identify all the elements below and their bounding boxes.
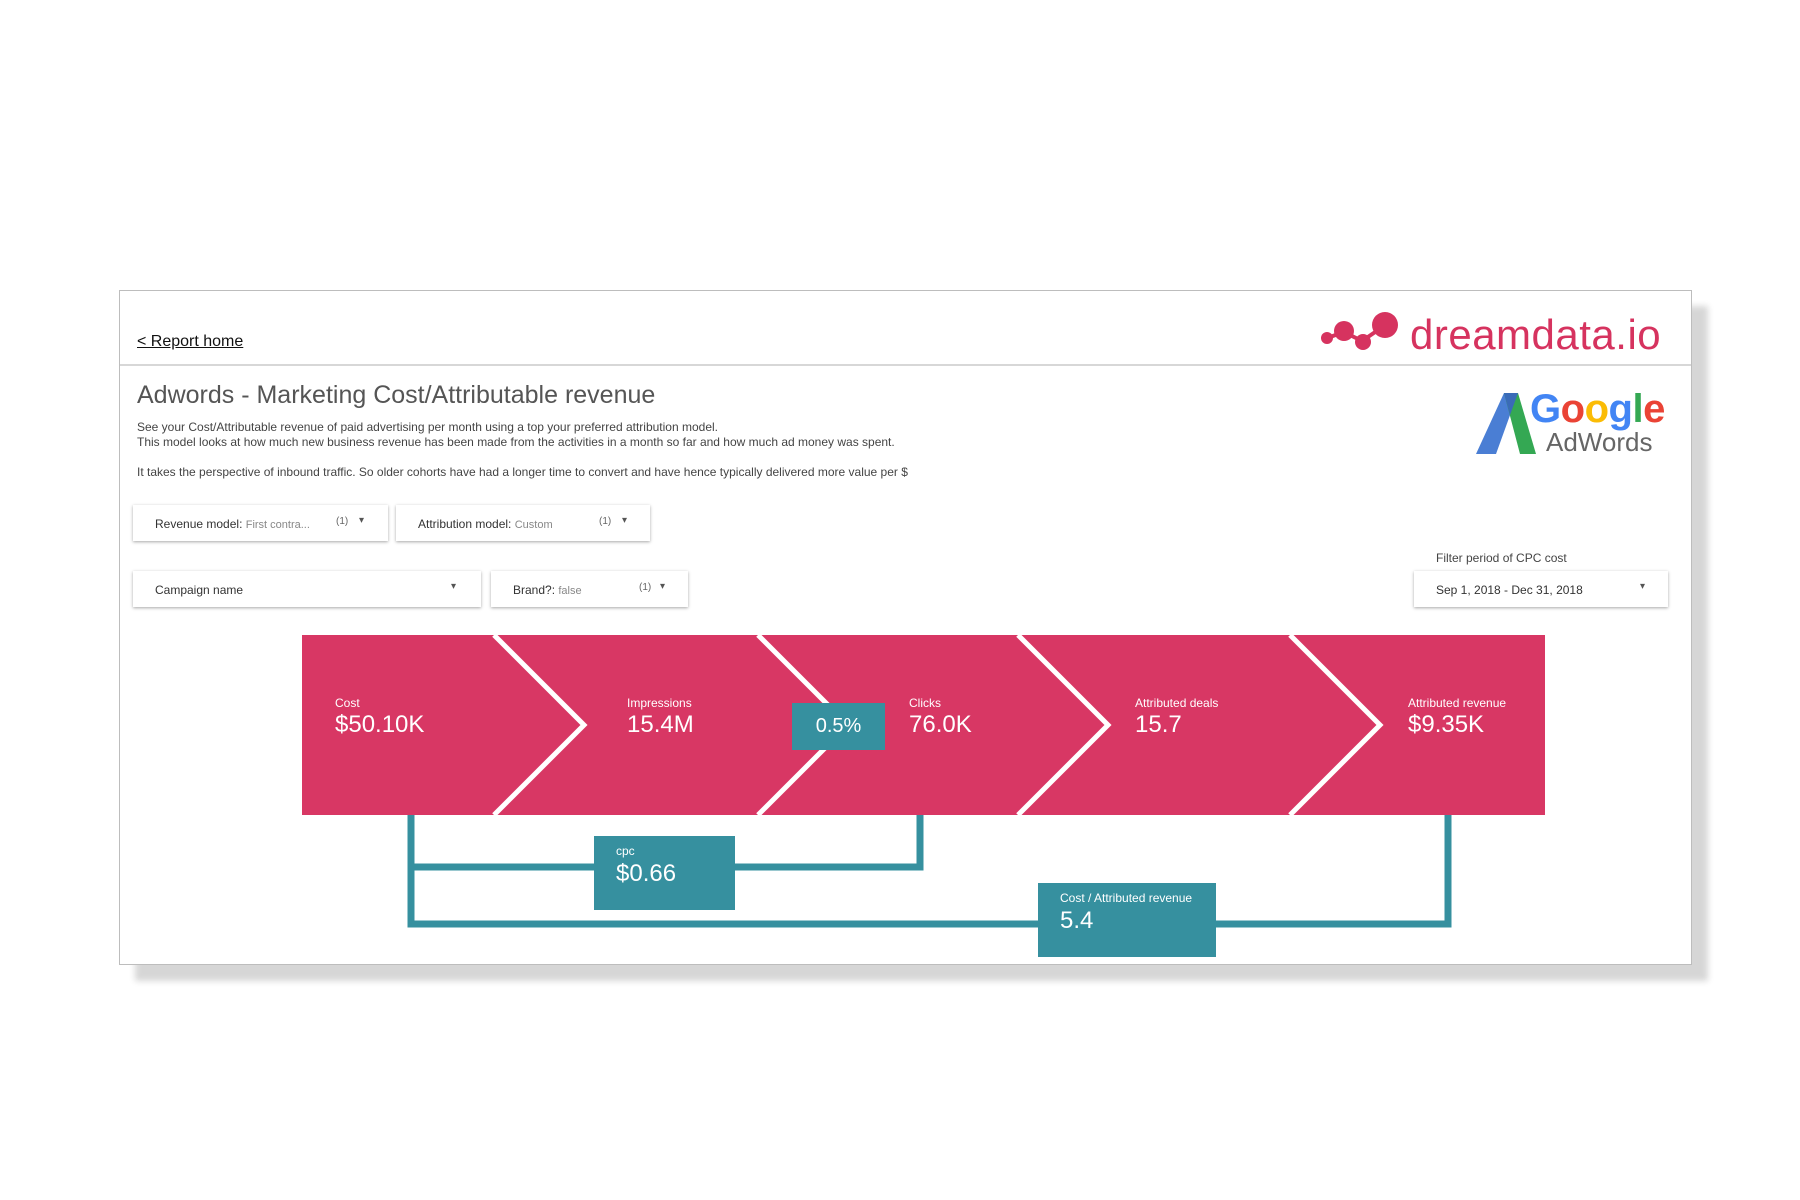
funnel-chevron-4 [1288,633,1384,817]
dreamdata-wordmark: dreamdata.io [1410,311,1662,358]
chevron-down-icon[interactable]: ▾ [359,515,365,526]
description-line-2: This model looks at how much new busines… [137,435,895,449]
adwords-a-icon [1476,393,1536,454]
chevron-down-icon[interactable]: ▾ [660,581,666,592]
cost-revenue-connector-line [407,815,1452,928]
google-adwords-logo: Google AdWords [1474,387,1674,466]
funnel-graphic [302,633,1545,928]
funnel-step-clicks: Clicks 76.0K [909,696,972,738]
cpc-ratio-box: cpc $0.66 [594,836,735,910]
revenue-model-filter[interactable]: Revenue model: First contra... (1) ▾ [133,505,388,541]
chevron-down-icon[interactable]: ▾ [451,581,457,592]
dreamdata-logo: dreamdata.io [1318,309,1678,359]
report-panel: < Report home dreamdata.io Adwords - Mar… [119,290,1692,965]
adwords-wordmark: AdWords [1546,427,1653,457]
description-line-1: See your Cost/Attributable revenue of pa… [137,420,718,434]
funnel-band [302,635,1545,815]
funnel-chevron-1 [492,633,588,817]
campaign-name-filter[interactable]: Campaign name ▾ [133,571,481,607]
google-wordmark: Google [1530,387,1665,431]
chevron-down-icon[interactable]: ▾ [622,515,628,526]
attribution-model-filter[interactable]: Attribution model: Custom (1) ▾ [396,505,650,541]
report-home-link[interactable]: < Report home [137,333,244,350]
description-line-3: It takes the perspective of inbound traf… [137,465,908,479]
period-filter-label: Filter period of CPC cost [1436,551,1567,565]
funnel-step-impressions: Impressions 15.4M [627,696,694,738]
dreamdata-dots-icon [1321,312,1398,350]
funnel-step-cost: Cost $50.10K [335,696,425,738]
period-date-range-filter[interactable]: Sep 1, 2018 - Dec 31, 2018 ▾ [1414,571,1668,607]
page-title: Adwords - Marketing Cost/Attributable re… [137,381,656,409]
funnel-step-attributed-deals: Attributed deals 15.7 [1135,696,1219,738]
funnel-chevron-3 [1016,633,1112,817]
ctr-ratio-box: 0.5% [792,703,885,750]
cost-attributed-revenue-ratio-box: Cost / Attributed revenue 5.4 [1038,883,1216,957]
chevron-down-icon[interactable]: ▾ [1640,581,1646,592]
report-header-bar: < Report home dreamdata.io [120,291,1691,366]
brand-filter[interactable]: Brand?: false (1) ▾ [491,571,688,607]
funnel-step-attributed-revenue: Attributed revenue $9.35K [1408,696,1507,738]
